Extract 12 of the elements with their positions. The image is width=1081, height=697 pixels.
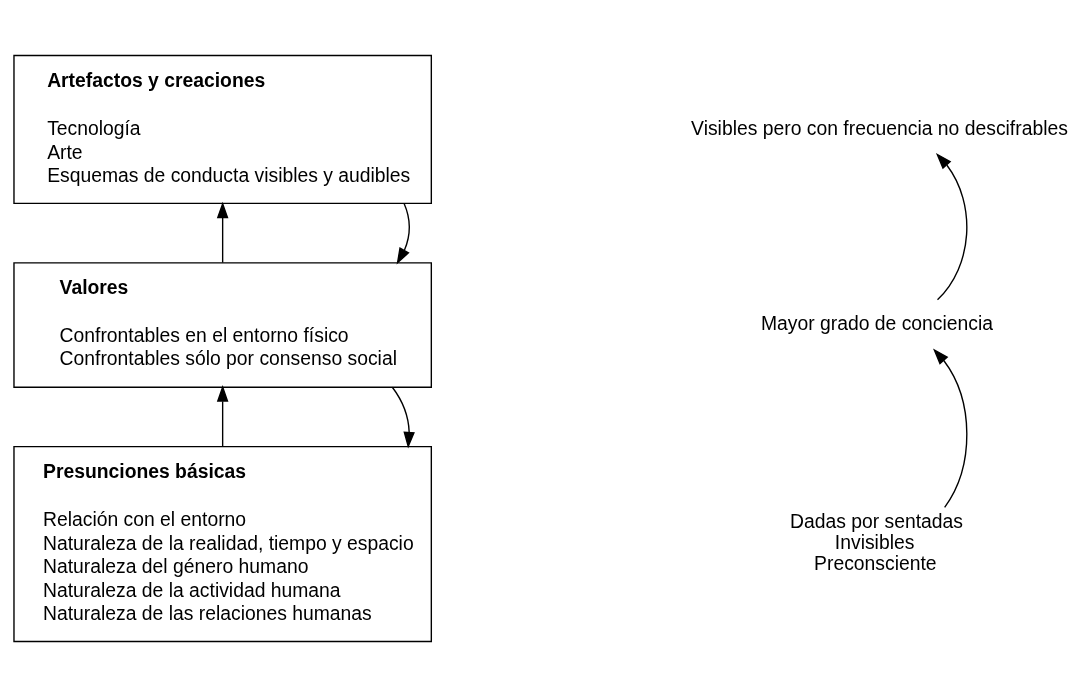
arrow xyxy=(216,385,229,447)
arrow xyxy=(216,201,229,264)
node-text: Visibles pero con frecuencia no descifrables xyxy=(691,116,1068,139)
arrow xyxy=(935,152,968,301)
node-box: Presunciones básicas Relación con el entorno Naturaleza de la realidad, tiempo y espacio Naturaleza del género humano Naturaleza de la actividad humana Naturaleza de las relaciones humanas xyxy=(13,445,432,643)
node-box: Artefactos y creaciones Tecnología Arte Esquemas de conducta visibles y audibles xyxy=(13,54,432,205)
node-text: Dadas por sentadas Invisibles Preconsciente xyxy=(789,510,963,574)
arrow xyxy=(933,348,968,509)
node-box: Valores Confrontables en el entorno físico Confrontables sólo por consenso social xyxy=(13,262,432,388)
arrow xyxy=(391,386,415,449)
node-text: Mayor grado de conciencia xyxy=(760,312,993,335)
arrow xyxy=(396,203,410,265)
